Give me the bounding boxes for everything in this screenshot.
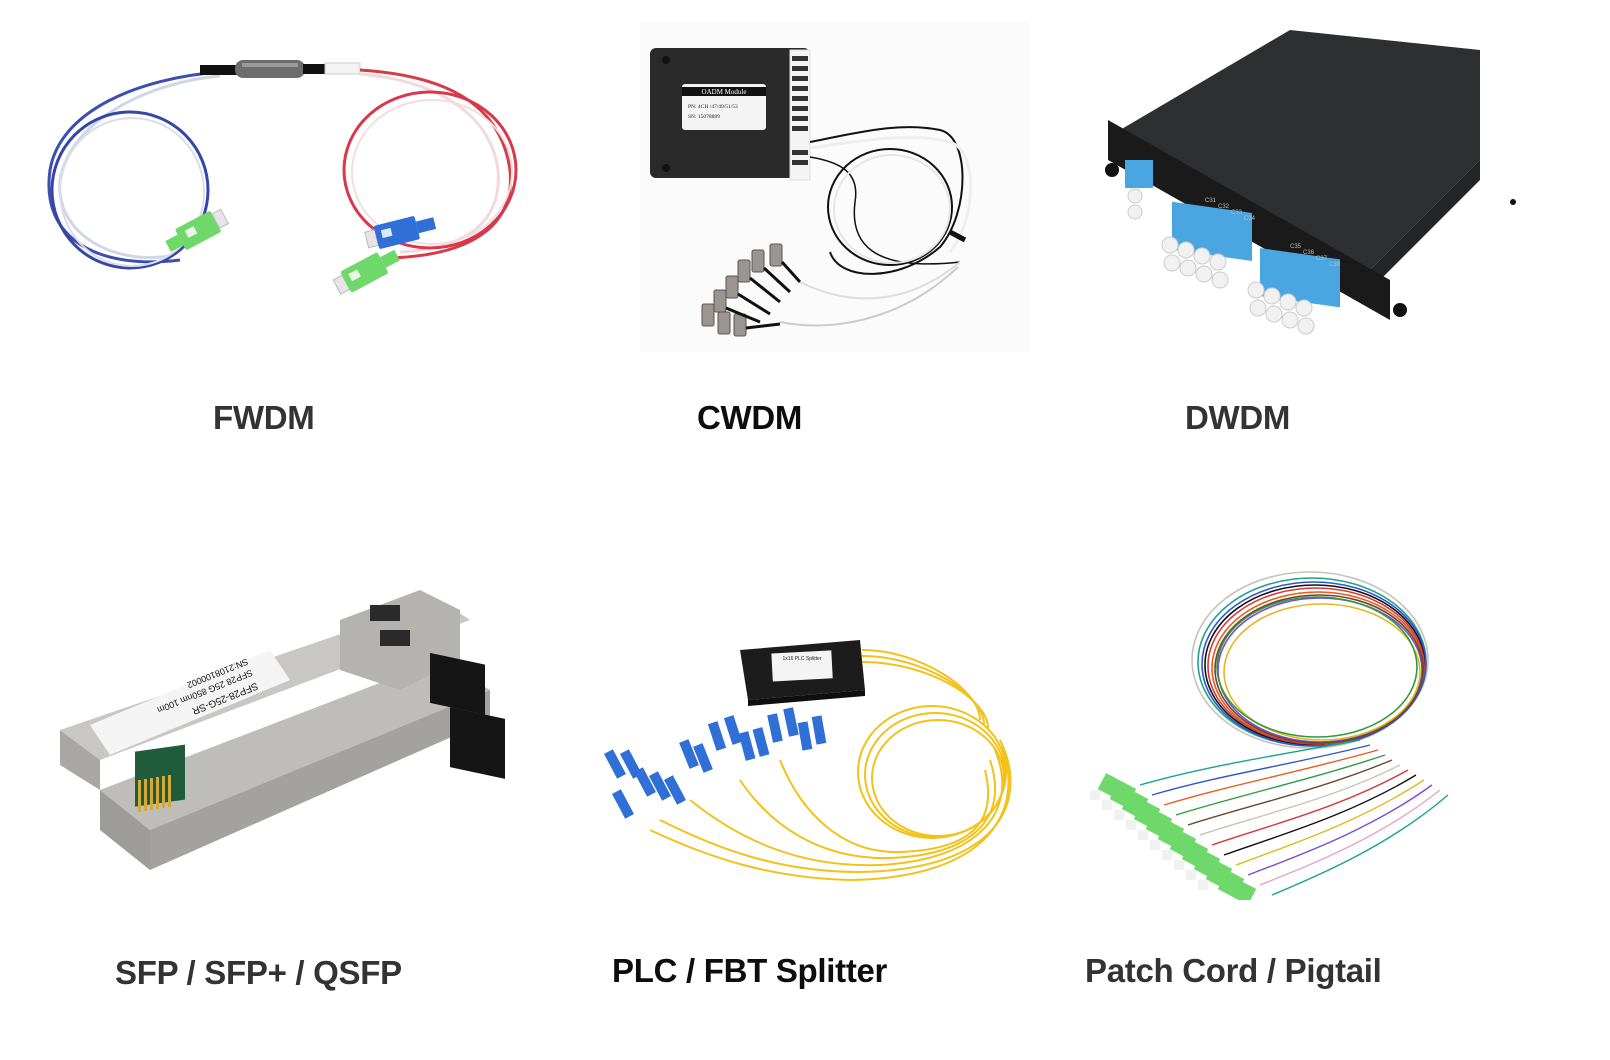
sfp-product-image[interactable]: SN:2108100002 SFP28 25G 850nm 100m SFP28… xyxy=(40,540,530,880)
product-caption: FWDM xyxy=(213,399,315,436)
plc-product-image[interactable]: 1x16 PLC Splitter xyxy=(600,610,1030,910)
cwdm-product-image[interactable]: OADM Module PN: 4CH /47/49/51/53 SN: 150… xyxy=(640,22,1030,352)
plc-label-title: 1x16 PLC Splitter xyxy=(783,656,822,662)
port-label: C35 xyxy=(1290,244,1302,250)
cwdm-label-sn: SN: 15078889 xyxy=(688,114,720,120)
cwdm-label-title: OADM Module xyxy=(702,88,747,96)
product-caption: DWDM xyxy=(1185,399,1291,436)
product-caption: Patch Cord / Pigtail xyxy=(1085,952,1382,989)
product-caption: PLC / FBT Splitter xyxy=(612,952,888,989)
port-label: C34 xyxy=(1244,216,1256,222)
dwdm-product-image[interactable]: C31 C32 C33 C34 C35 C36 C37 C38 xyxy=(1060,20,1530,340)
port-label: C31 xyxy=(1205,198,1217,204)
port-label: C38 xyxy=(1329,262,1341,268)
port-label: C36 xyxy=(1303,250,1315,256)
pigtail-product-image[interactable] xyxy=(1060,550,1470,900)
port-label: C37 xyxy=(1316,256,1328,262)
cwdm-label-pn: PN: 4CH /47/49/51/53 xyxy=(688,104,738,110)
port-label: C33 xyxy=(1231,210,1243,216)
product-caption: CWDM xyxy=(697,399,803,436)
fwdm-product-image[interactable] xyxy=(20,20,540,320)
product-caption: SFP / SFP+ / QSFP xyxy=(115,954,402,991)
port-label: C32 xyxy=(1218,204,1230,210)
